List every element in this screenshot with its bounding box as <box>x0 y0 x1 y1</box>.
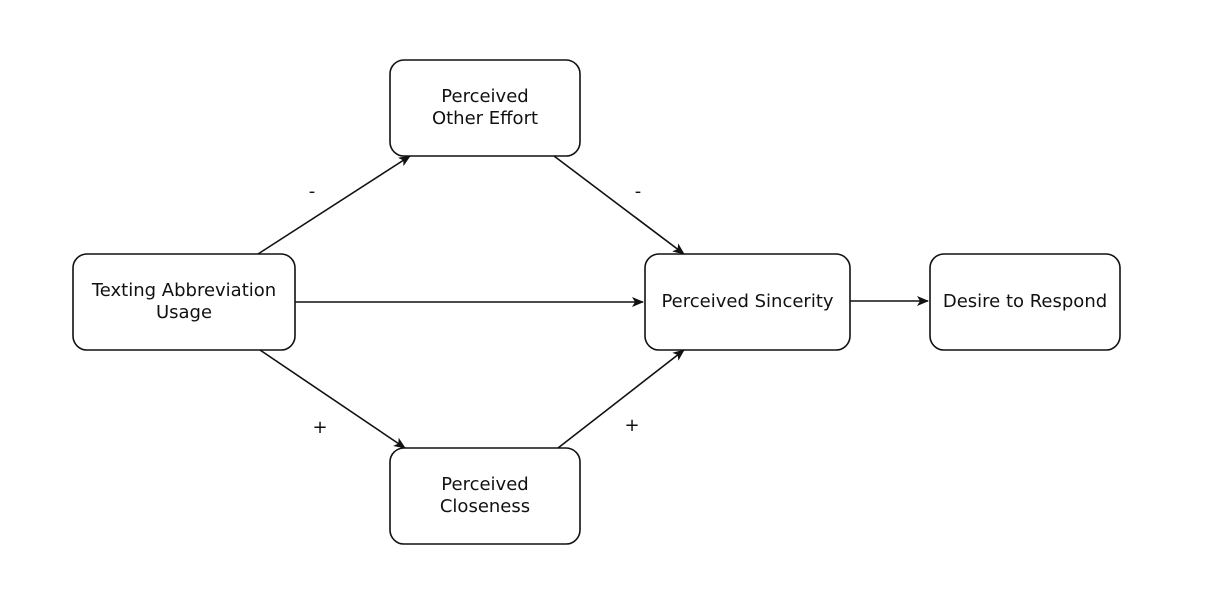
sign-closeness-to-sincerity: + <box>624 415 639 436</box>
node-label-usage-line-2: Usage <box>156 302 212 323</box>
arrow-usage-to-effort <box>257 155 411 255</box>
node-label-sincerity-line-1: Perceived Sincerity <box>661 291 833 312</box>
node-box-sincerity <box>644 253 851 351</box>
edges-layer: - - + + <box>257 155 929 449</box>
node-label-usage-line-1: Texting Abbreviation <box>91 280 276 301</box>
node-box-usage <box>72 253 296 351</box>
node-sincerity: Perceived Sincerity <box>644 253 851 351</box>
node-label-effort-line-2: Other Effort <box>432 108 538 129</box>
sign-usage-to-effort: - <box>309 181 316 202</box>
sign-usage-to-closeness: + <box>312 417 327 438</box>
node-label-effort-line-1: Perceived <box>441 86 528 107</box>
arrow-usage-to-closeness <box>259 349 406 449</box>
node-box-closeness <box>389 447 581 545</box>
node-label-desire-line-1: Desire to Respond <box>943 291 1107 312</box>
node-box-desire <box>929 253 1121 351</box>
arrow-effort-to-sincerity <box>553 155 685 255</box>
node-label-closeness-line-2: Closeness <box>440 496 530 517</box>
node-label-closeness-line-1: Perceived <box>441 474 528 495</box>
sign-effort-to-sincerity: - <box>635 181 642 202</box>
arrow-closeness-to-sincerity <box>557 349 685 449</box>
nodes-layer: Texting AbbreviationUsagePerceivedOther … <box>72 59 1121 545</box>
node-box-effort <box>389 59 581 157</box>
node-desire: Desire to Respond <box>929 253 1121 351</box>
